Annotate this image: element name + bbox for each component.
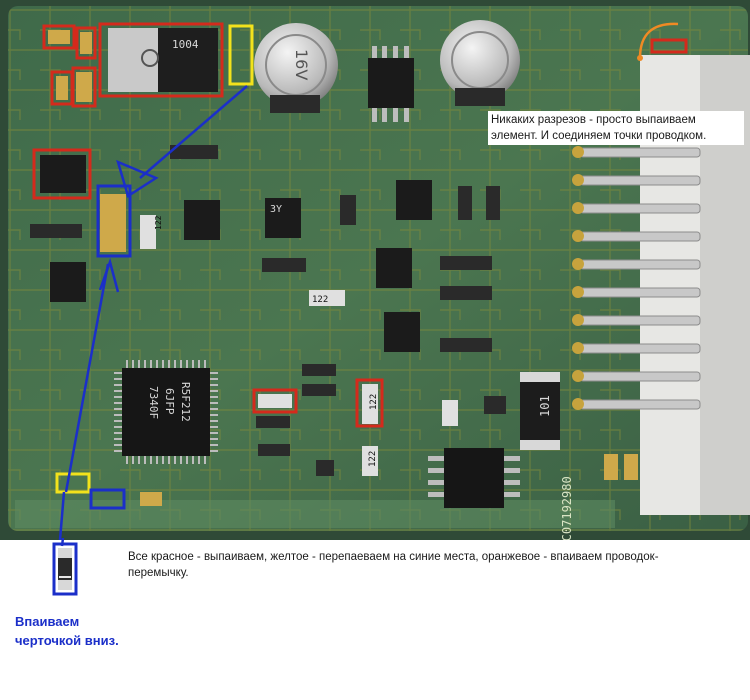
chip-soic-bottom	[428, 448, 520, 508]
resistor-101-label: 101	[538, 395, 552, 417]
sot-label: 3Y	[270, 204, 282, 215]
annotation-top-note: Никаких разрезов - просто выпаиваем элем…	[488, 111, 744, 145]
capacitor-right	[440, 20, 520, 106]
legend-caption: Все красное - выпаиваем, желтое - перепа…	[128, 551, 659, 579]
microcontroller: R5F212 6JFP 7340F	[114, 360, 218, 464]
orientation-caption: Впаиваем черточкой вниз.	[15, 614, 119, 648]
capacitor-voltage-label: 16V	[292, 49, 311, 80]
voltage-regulator: 1004	[108, 28, 218, 92]
resistor-122-a: 122	[154, 215, 163, 230]
orange-jumper	[637, 22, 688, 61]
resistor-122-c: 122	[369, 394, 379, 410]
serial-marking: 0SIC07192980	[560, 476, 574, 540]
regulator-marking: 1004	[172, 38, 199, 51]
blue-markers	[89, 184, 132, 510]
mcu-marking-1: R5F212	[179, 382, 192, 422]
mcu-marking-2: 6JFP	[163, 388, 176, 415]
power-resistor: 101	[520, 372, 560, 450]
sot-transistors	[40, 155, 432, 352]
capacitor-left: 16V	[254, 23, 338, 113]
pcb-photo: 16V 1004	[0, 0, 750, 540]
chip-soic-top	[368, 46, 414, 122]
red-markers	[32, 22, 384, 428]
yellow-markers	[55, 24, 254, 494]
resistor-122-b: 122	[312, 295, 328, 305]
blue-arrows	[58, 85, 248, 540]
smd-components: 122 122 122 122	[30, 30, 638, 506]
component-orientation-illustration	[52, 538, 78, 596]
resistor-122-d: 122	[368, 451, 378, 467]
mcu-marking-3: 7340F	[147, 386, 160, 419]
